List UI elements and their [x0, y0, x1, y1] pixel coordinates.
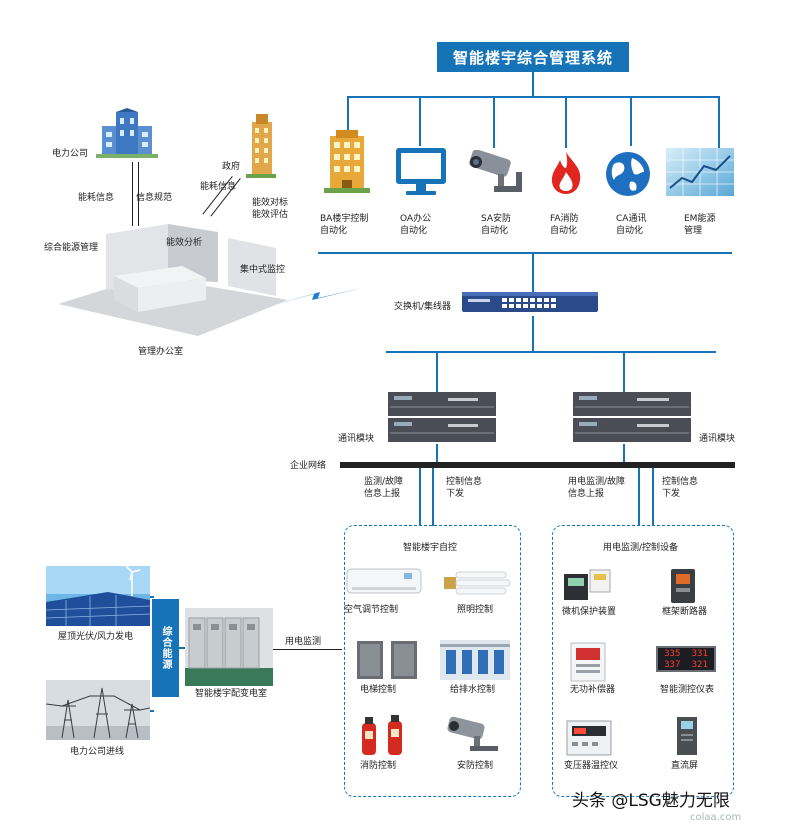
- subsystem-label-sa: SA安防自动化: [481, 214, 512, 236]
- substation-room-image: [185, 608, 273, 686]
- light-bulb-icon: [444, 571, 511, 595]
- item-elevator: 电梯控制: [360, 685, 397, 695]
- meter-reading: 337: [664, 660, 681, 670]
- item-air-conditioning: 空气调节控制: [344, 605, 399, 615]
- switch-label: 交换机/集线器: [394, 302, 452, 312]
- comm-module-right: [573, 392, 691, 442]
- office-label: 管理办公室: [138, 347, 184, 357]
- transformer-temp-controller-icon: [566, 720, 612, 756]
- efficiency-analysis-label: 能效分析: [166, 238, 203, 248]
- power-company-label: 电力公司: [52, 149, 89, 159]
- subsystem-label-em: EM能源管理: [684, 214, 716, 236]
- energy-mgmt-label: 综合能源管理: [44, 243, 99, 253]
- power-monitor-label: 用电监测: [285, 637, 322, 647]
- power-monitor-link: [273, 649, 342, 650]
- panel-right-title: 用电监测/控制设备: [603, 543, 679, 553]
- solar-wind-label: 屋顶光伏/风力发电: [58, 632, 134, 642]
- item-smart-meter: 智能测控仪表: [660, 685, 715, 695]
- info-rules-label: 信息规范: [136, 193, 173, 203]
- monitor-icon: [396, 148, 446, 195]
- ctrl-left-label: 控制信息下发: [446, 477, 483, 499]
- subsystem-label-ba: BA楼宇控制自动化: [320, 214, 369, 236]
- item-reactive-compensator: 无功补偿器: [570, 685, 616, 695]
- item-frame-breaker: 框架断路器: [662, 607, 708, 617]
- watermark: 头条 @LSG魅力无限: [572, 791, 730, 811]
- ctrl-right-label: 控制信息下发: [662, 477, 699, 499]
- item-lighting: 照明控制: [457, 605, 494, 615]
- building-icon: [324, 130, 370, 193]
- subsystem-label-ca: CA通讯自动化: [616, 214, 647, 236]
- grid-inlet-label: 电力公司进线: [70, 747, 125, 757]
- item-fire-control: 消防控制: [360, 761, 397, 771]
- item-microcomputer-protection: 微机保护装置: [562, 607, 617, 617]
- fire-extinguisher-icon: [362, 715, 402, 755]
- solar-wind-image: [46, 566, 150, 626]
- report-right-label: 用电监测/故障信息上报: [568, 477, 626, 499]
- circuit-breaker-icon: [671, 569, 695, 603]
- watermark-faint: colaa.com: [690, 812, 742, 823]
- central-monitor-label: 集中式监控: [240, 265, 286, 275]
- grid-towers-image: [46, 680, 150, 740]
- report-left-label: 监测/故障信息上报: [364, 477, 404, 499]
- subsystem-label-oa: OA办公自动化: [400, 214, 432, 236]
- power-company-building-icon: [96, 108, 158, 158]
- comm-module-left: [388, 392, 496, 442]
- government-building-icon: [246, 114, 276, 178]
- item-water-supply: 给排水控制: [450, 685, 496, 695]
- security-camera-icon: [447, 716, 498, 751]
- meter-reading: 335: [664, 649, 681, 659]
- smart-meter-display: 335 331 337 321: [656, 646, 716, 672]
- panel-left-title: 智能楼宇自控: [403, 543, 458, 553]
- meter-reading: 321: [691, 660, 708, 670]
- title-stem: [532, 72, 534, 97]
- subsystem-bus: [347, 96, 719, 98]
- globe-icon: [606, 152, 650, 196]
- management-office-scene: [58, 224, 288, 336]
- elevator-icon: [357, 641, 417, 679]
- comm-module-right-label: 通讯模块: [699, 434, 736, 444]
- wireless-link-icon: [270, 288, 362, 306]
- protection-device-icon: [564, 569, 611, 600]
- efficiency-label: 能效对标能效评估: [252, 198, 289, 220]
- item-dc-panel: 直流屏: [671, 761, 699, 771]
- fire-icon: [551, 152, 581, 194]
- government-label: 政府: [222, 162, 241, 172]
- energy-info-label-1: 能耗信息: [78, 193, 115, 203]
- switch-bus-top: [318, 252, 732, 254]
- panel-building-automation: [344, 525, 521, 797]
- dc-panel-icon: [677, 717, 697, 755]
- item-transformer-temp: 变压器温控仪: [564, 761, 619, 771]
- system-title: 智能楼宇综合管理系统: [437, 42, 629, 72]
- reactive-compensator-icon: [570, 642, 606, 682]
- enterprise-network-bar: [340, 462, 735, 468]
- energy-info-label-2: 能耗信息: [200, 182, 237, 192]
- network-switch-icon: [462, 292, 598, 312]
- air-conditioner-icon: [346, 568, 422, 594]
- water-pump-icon: [440, 640, 510, 680]
- energy-meter-icon: [666, 148, 734, 196]
- cctv-camera-icon: [469, 150, 522, 192]
- subsystem-label-fa: FA消防自动化: [550, 214, 579, 236]
- meter-reading: 331: [691, 649, 708, 659]
- comm-module-left-label: 通讯模块: [338, 434, 375, 444]
- substation-label: 智能楼宇配变电室: [195, 689, 268, 699]
- item-security: 安防控制: [457, 761, 494, 771]
- panel-power-monitoring: [552, 525, 734, 797]
- integrated-energy-bar: 综合能源: [152, 599, 179, 697]
- network-label: 企业网络: [290, 461, 327, 471]
- comm-bus: [386, 351, 716, 353]
